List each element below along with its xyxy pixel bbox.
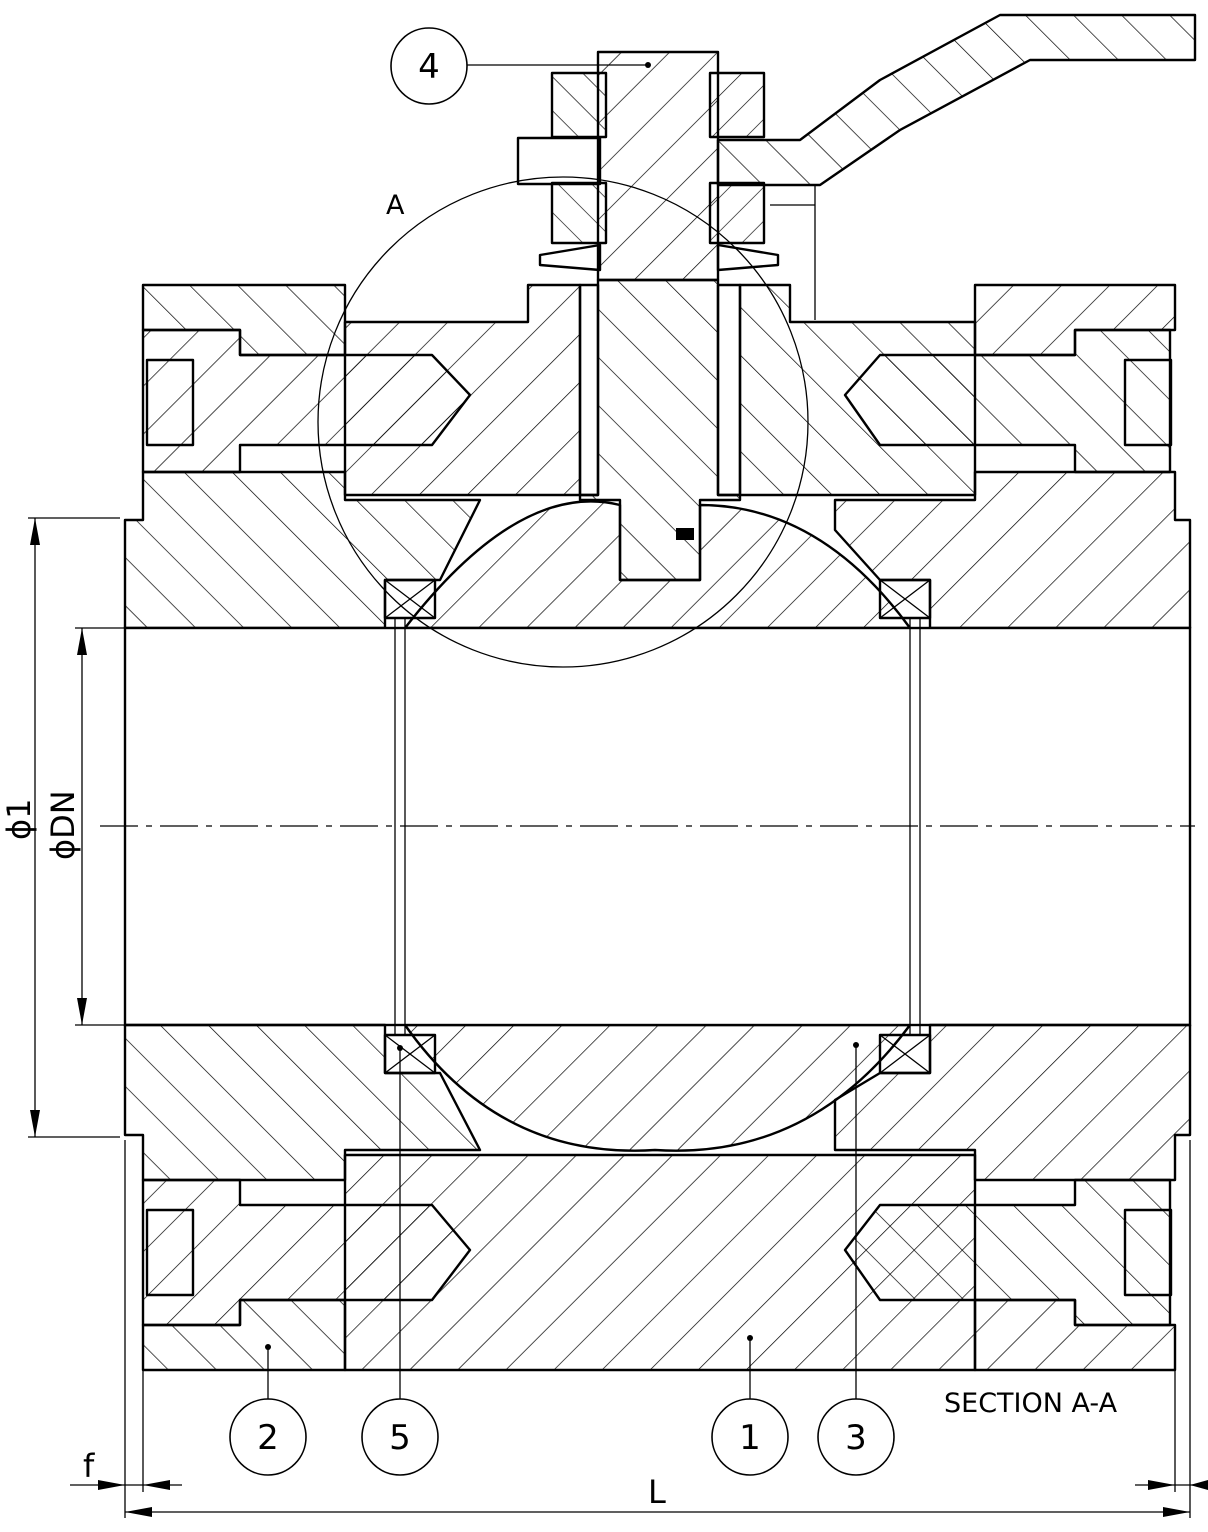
balloon-4: 4	[390, 27, 468, 105]
balloon-2: 2	[229, 1398, 307, 1476]
flange-bottom-right	[843, 1178, 1177, 1372]
ball	[403, 500, 912, 1152]
flange-bottom-left	[141, 1178, 472, 1372]
bore-diameter-label: ϕDN	[44, 790, 82, 860]
flange-top-left	[141, 283, 472, 474]
body-upper	[123, 470, 1192, 630]
dimension-outer-diameter: ϕ1	[0, 517, 120, 1138]
balloon-4-label: 4	[418, 47, 440, 87]
flange-face-label: f	[83, 1447, 95, 1485]
bore	[100, 618, 1195, 1035]
body-lower	[123, 1023, 1192, 1372]
stem	[578, 50, 742, 582]
balloon-1-label: 1	[739, 1418, 761, 1458]
lever-handle	[716, 13, 1197, 320]
balloon-3: 3	[817, 1398, 895, 1476]
outer-diameter-label: ϕ1	[0, 799, 38, 840]
flange-top-right	[843, 283, 1177, 474]
dimension-bore-diameter: ϕDN	[44, 627, 125, 1026]
detail-label: A	[386, 190, 405, 221]
balloon-1: 1	[711, 1398, 789, 1476]
dimension-flange-face: f	[70, 1447, 1208, 1490]
section-title: SECTION A-A	[944, 1388, 1118, 1419]
length-label: L	[648, 1473, 666, 1511]
balloon-5: 5	[361, 1398, 439, 1476]
leaders	[265, 62, 859, 1400]
detail-circle-a: A	[317, 176, 809, 668]
balloon-5-label: 5	[389, 1418, 411, 1458]
balloon-2-label: 2	[257, 1418, 279, 1458]
dimension-length: L	[124, 1140, 1191, 1518]
balloon-3-label: 3	[845, 1418, 867, 1458]
